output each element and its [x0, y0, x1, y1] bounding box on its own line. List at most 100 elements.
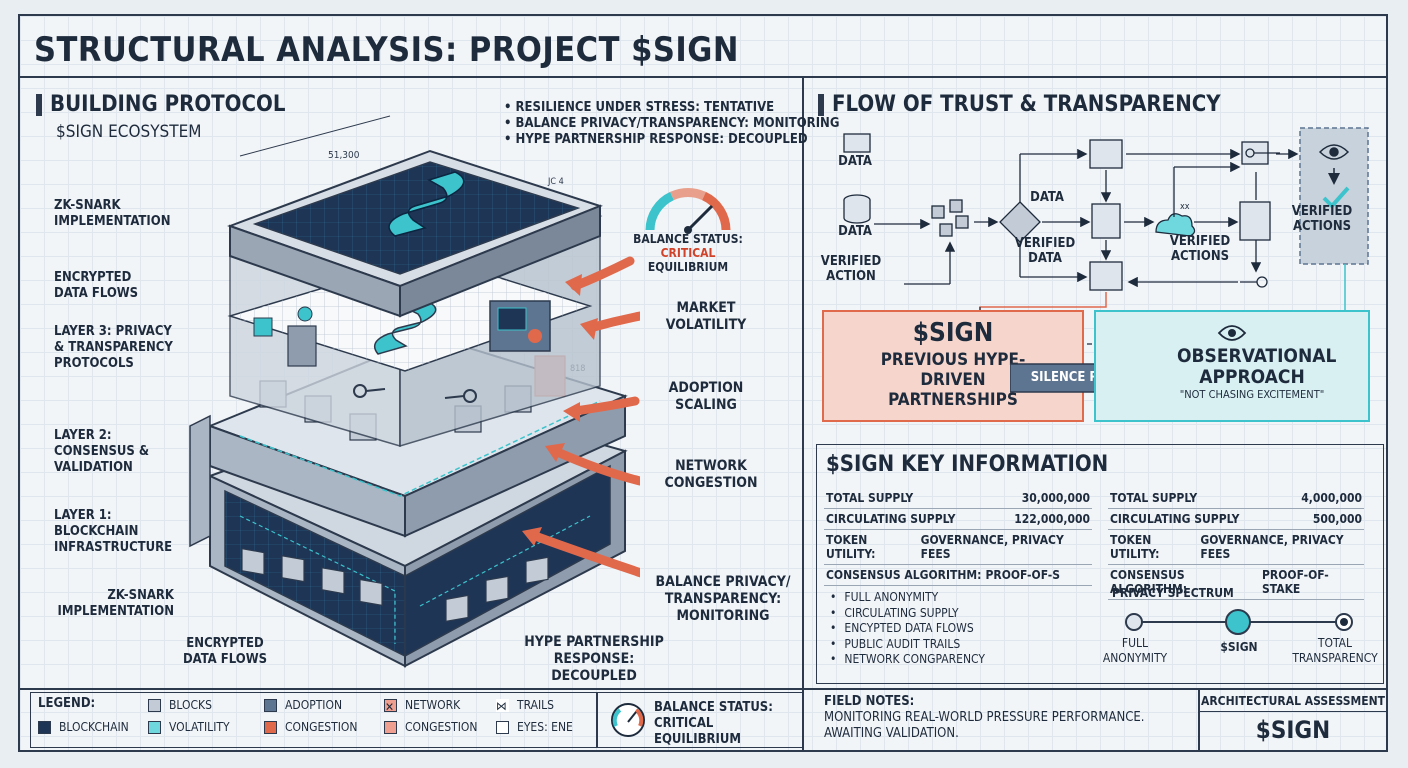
legend-label: CONGESTION	[405, 720, 478, 734]
kv-row: TOTAL SUPPLY 30,000,000	[824, 488, 1092, 509]
diagram-sheet: STRUCTURAL ANALYSIS: PROJECT $SIGN BUILD…	[18, 14, 1388, 752]
legend-label: TRAILS	[517, 698, 554, 712]
observational-title: OBSERVATIONAL APPROACH	[1137, 346, 1327, 388]
legend-swatch	[264, 721, 277, 734]
page-title: STRUCTURAL ANALYSIS: PROJECT $SIGN	[34, 30, 739, 70]
kv-row: TOTAL SUPPLY 4,000,000	[1108, 488, 1364, 509]
callout-layer3: LAYER 3: PRIVACY & TRANSPARENCY PROTOCOL…	[54, 324, 174, 372]
kv-key: CIRCULATING SUPPLY	[1110, 512, 1239, 526]
spectrum-mid-label: $SIGN	[1206, 640, 1272, 655]
flow-label-verified-actions: VERIFIED ACTIONS	[1160, 234, 1240, 264]
pressure-hype-partnership: HYPE PARTNERSHIP RESPONSE: DECOUPLED	[514, 634, 674, 685]
kv-row: TOKEN UTILITY:GOVERNANCE, PRIVACY FEES	[1108, 530, 1364, 565]
gauge-label-top: BALANCE STATUS:	[624, 232, 752, 246]
section-divider	[802, 78, 804, 688]
kv-key: TOTAL SUPPLY	[1110, 491, 1197, 505]
pressure-network-congestion: NETWORK CONGESTION	[646, 458, 776, 492]
sign-box-text: PREVIOUS HYPE-DRIVEN PARTNERSHIPS	[878, 350, 1028, 410]
sign-box-title: $SIGN	[824, 318, 1082, 348]
key-info-title: $SIGN KEY INFORMATION	[826, 452, 1108, 477]
kv-value: GOVERNANCE, PRIVACY FEES	[921, 533, 1090, 561]
bottom-divider	[20, 688, 1386, 690]
heading-bar	[36, 94, 42, 116]
observational-approach-box: OBSERVATIONAL APPROACH "NOT CHASING EXCI…	[1094, 310, 1370, 422]
legend-item-trails: ⋈TRAILS	[496, 698, 554, 712]
flow-label-data2: DATA	[830, 224, 880, 239]
building-illustration: 51,300 JC 4 818	[170, 96, 640, 696]
flow-label-data-mid: DATA	[1022, 190, 1072, 205]
legend-balance-status: BALANCE STATUS: CRITICAL EQUILIBRIUM	[654, 700, 804, 748]
kv-key: CONSENSUS ALGORITHM:	[826, 568, 981, 582]
legend-label: ADOPTION	[285, 698, 342, 712]
dimension-jc: JC 4	[547, 177, 564, 187]
key-info-right: TOTAL SUPPLY 4,000,000 CIRCULATING SUPPLY…	[1108, 488, 1364, 600]
kv-value: PROOF-OF-S	[985, 568, 1060, 582]
assessment-value: $SIGN	[1200, 716, 1386, 744]
legend-label: VOLATILITY	[169, 720, 230, 734]
flow-label-verified-actions-box: VERIFIED ACTIONS	[1282, 204, 1362, 234]
pressure-balance-privacy: BALANCE PRIVACY/ TRANSPARENCY: MONITORIN…	[648, 574, 798, 625]
eyes-icon	[496, 721, 509, 734]
bullet-item: NETWORK CONGPARENCY	[830, 652, 985, 668]
legend-swatch	[384, 721, 397, 734]
legend-title: LEGEND:	[38, 696, 95, 711]
callout-layer1: LAYER 1: BLOCKCHAIN INFRASTRUCTURE	[54, 508, 174, 556]
legend-label: NETWORK	[405, 698, 460, 712]
kv-row: CONSENSUS ALGORITHM: PROOF-OF-S	[824, 565, 1092, 586]
kv-key: TOKEN UTILITY:	[826, 533, 917, 561]
privacy-spectrum-scale	[1116, 604, 1366, 640]
bullet-item: FULL ANONYMITY	[830, 590, 985, 606]
kv-value: 4,000,000	[1301, 491, 1362, 505]
legend-swatch	[264, 699, 277, 712]
key-info-left: TOTAL SUPPLY 30,000,000 CIRCULATING SUPPL…	[824, 488, 1092, 586]
legend-label: BLOCKS	[169, 698, 212, 712]
kv-value: GOVERNANCE, PRIVACY FEES	[1200, 533, 1362, 561]
flow-label-xx: xx	[1180, 202, 1190, 212]
kv-value: 30,000,000	[1022, 491, 1090, 505]
legend-divider	[596, 692, 598, 748]
kv-value: 500,000	[1313, 512, 1362, 526]
callout-encrypted-bottom: ENCRYPTED DATA FLOWS	[170, 636, 280, 668]
legend-item-eyes: EYES: ENE	[496, 720, 573, 734]
assessment-title: ARCHITECTURAL ASSESSMENT	[1200, 694, 1386, 712]
callout-encrypted-top: ENCRYPTED DATA FLOWS	[54, 270, 154, 302]
kv-row: TOKEN UTILITY:GOVERNANCE, PRIVACY FEES	[824, 530, 1092, 565]
pressure-adoption-scaling: ADOPTION SCALING	[646, 380, 766, 414]
gauge-status: CRITICAL	[624, 246, 752, 260]
bottom-vr	[802, 688, 804, 752]
legend-item-blockchain: BLOCKCHAIN	[38, 720, 129, 734]
key-info-bullets: FULL ANONYMITY CIRCULATING SUPPLY ENCYPT…	[830, 590, 985, 668]
eye-icon	[1217, 324, 1247, 342]
side-wall	[190, 416, 210, 546]
callout-zk-snark-top: ZK-SNARK IMPLEMENTATION	[54, 198, 184, 230]
legend-swatch	[148, 699, 161, 712]
callout-layer2: LAYER 2: CONSENSUS & VALIDATION	[54, 428, 164, 476]
legend-label: BLOCKCHAIN	[59, 720, 129, 734]
dimension-line	[240, 116, 390, 156]
legend-swatch	[148, 721, 161, 734]
legend-item-congestion: CONGESTION	[264, 720, 358, 734]
legend-item-network: ✕ NETWORK	[384, 698, 460, 712]
kv-value: 122,000,000	[1014, 512, 1090, 526]
kv-value: PROOF-OF-STAKE	[1262, 568, 1362, 596]
kv-row: CIRCULATING SUPPLY 500,000	[1108, 509, 1364, 530]
balance-status-icon	[608, 700, 648, 740]
observational-quote: "NOT CHASING EXCITEMENT"	[1096, 388, 1368, 401]
spectrum-left-label: FULL ANONYMITY	[1102, 636, 1168, 666]
bullet-item: PUBLIC AUDIT TRAILS	[830, 637, 985, 653]
bullet-item: ENCYPTED DATA FLOWS	[830, 621, 985, 637]
balance-gauge	[642, 180, 734, 238]
legend-swatch: ✕	[384, 699, 397, 712]
callout-zk-snark-bottom: ZK-SNARK IMPLEMENTATION	[54, 588, 174, 620]
legend-item-blocks: BLOCKS	[148, 698, 212, 712]
legend-swatch	[38, 721, 51, 734]
flow-label-verified-data: VERIFIED DATA	[1010, 236, 1080, 266]
gauge-label: BALANCE STATUS: CRITICAL EQUILIBRIUM	[624, 232, 752, 274]
legend-label: CONGESTION	[285, 720, 358, 734]
legend-item-adoption: ADOPTION	[264, 698, 342, 712]
spectrum-right-label: TOTAL TRANSPARENCY	[1292, 636, 1378, 666]
kv-key: TOTAL SUPPLY	[826, 491, 913, 505]
legend-label: EYES: ENE	[517, 720, 573, 734]
flow-label-data1: DATA	[830, 154, 880, 169]
